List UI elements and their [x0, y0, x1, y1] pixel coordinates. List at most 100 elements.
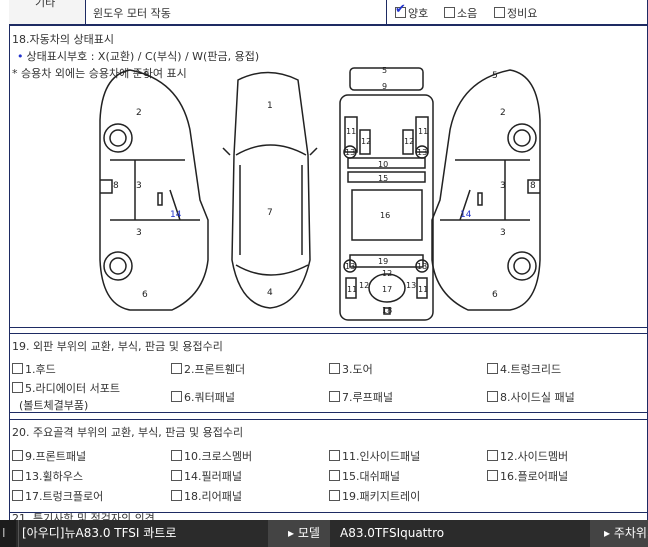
option-good[interactable]: 양호 — [395, 2, 428, 21]
checkbox-inside-panel[interactable] — [329, 450, 340, 461]
item-package-tray[interactable]: 19.패키지트레이 — [329, 488, 420, 504]
checkbox-hood[interactable] — [12, 363, 23, 374]
under-19: 19 — [378, 257, 388, 266]
item-side-sill-panel[interactable]: 8.사이드실 패널 — [487, 389, 575, 405]
left-label-3a: 3 — [136, 181, 142, 191]
under-12a: 12 — [361, 137, 371, 146]
under-18: 18 — [382, 306, 392, 315]
checkbox-pillar-panel[interactable] — [171, 470, 182, 481]
section-20: 20. 주요골격 부위의 교환, 부식, 판금 및 용접수리 9.프론트패널 1… — [9, 419, 648, 509]
underbody-view: 5 9 11 11 12 12 13 13 10 15 16 19 13 13 … — [339, 66, 434, 321]
checkbox-side-member[interactable] — [487, 450, 498, 461]
right-side-view — [431, 69, 541, 311]
section-18: 18.자동차의 상태표시 •상태표시부호 : X(교환) / C(부식) / W… — [9, 28, 648, 328]
item-trunk-floor[interactable]: 17.트렁크플로어 — [12, 488, 103, 504]
item-side-member[interactable]: 12.사이드멤버 — [487, 448, 568, 464]
right-label-14: 14 — [460, 210, 472, 220]
item-cross-member[interactable]: 10.크로스멤버 — [171, 448, 252, 464]
right-side-labels: 2 8 3 3 14 6 5 — [460, 71, 536, 300]
right-label-6: 6 — [492, 290, 498, 300]
checkbox-cross-member[interactable] — [171, 450, 182, 461]
item-front-panel[interactable]: 9.프론트패널 — [12, 448, 86, 464]
section-18-title: 18.자동차의 상태표시 — [12, 33, 114, 46]
window-motor-item: 윈도우 모터 작동 — [93, 7, 171, 20]
under-12d: 12 — [359, 281, 369, 290]
checkbox-door[interactable] — [329, 363, 340, 374]
under-11a: 11 — [346, 127, 356, 136]
item-trunk-lid[interactable]: 4.트렁크리드 — [487, 361, 561, 377]
under-11c: 11 — [347, 285, 357, 294]
section-21-title: 21. 특기사항 및 점검자의 의견 — [12, 512, 155, 521]
checkbox-front-panel[interactable] — [12, 450, 23, 461]
item-floor-panel[interactable]: 16.플로어패널 — [487, 468, 568, 484]
bottom-info-bar: I [아우디]뉴A83.0 TFSI 콰트로 ▸ 모델 A83.0TFSIqua… — [0, 520, 648, 547]
item-quarter-panel[interactable]: 6.쿼터패널 — [171, 389, 235, 405]
under-12b: 12 — [404, 137, 414, 146]
checkbox-good[interactable] — [395, 2, 406, 18]
item-dash-panel[interactable]: 15.대쉬패널 — [329, 468, 400, 484]
item-roof-panel[interactable]: 7.루프패널 — [329, 389, 393, 405]
under-17: 17 — [382, 285, 392, 294]
row-etc: 기타 윈도우 모터 작동 양호 소음 정비요 — [9, 0, 648, 26]
model-value: A83.0TFSIquattro — [340, 526, 445, 540]
checkbox-trunk-floor[interactable] — [12, 490, 23, 501]
option-noise[interactable]: 소음 — [444, 5, 477, 21]
checkbox-rear-panel[interactable] — [171, 490, 182, 501]
row-label-cell: 기타 — [9, 0, 86, 24]
under-16: 16 — [380, 211, 390, 220]
under-13c: 13 — [345, 262, 355, 271]
bar-prefix: I — [0, 520, 16, 547]
left-label-8: 8 — [113, 181, 119, 191]
under-12c: 12 — [382, 269, 392, 278]
legend-note: •상태표시부호 : X(교환) / C(부식) / W(판금, 용접) — [17, 50, 260, 63]
model-label: ▸ 모델 — [268, 520, 330, 547]
checkbox-trunk-lid[interactable] — [487, 363, 498, 374]
top-label-4: 4 — [267, 288, 273, 298]
option-repair[interactable]: 정비요 — [494, 5, 537, 21]
under-11b: 11 — [418, 127, 428, 136]
row-label: 기타 — [35, 0, 56, 9]
top-view: 1 7 4 — [222, 71, 318, 309]
right-label-8: 8 — [530, 181, 536, 191]
item-front-fender[interactable]: 2.프론트휀더 — [171, 361, 245, 377]
under-10: 10 — [378, 160, 388, 169]
left-label-6: 6 — [142, 290, 148, 300]
checkbox-quarter-panel[interactable] — [171, 391, 182, 402]
under-11d: 11 — [418, 285, 428, 294]
left-label-5: 5 — [144, 71, 150, 81]
checkbox-dash-panel[interactable] — [329, 470, 340, 481]
checkbox-side-sill-panel[interactable] — [487, 391, 498, 402]
item-door[interactable]: 3.도어 — [329, 361, 373, 377]
checkbox-radiator-support[interactable] — [12, 382, 23, 393]
item-pillar-panel[interactable]: 14.필러패널 — [171, 468, 242, 484]
left-label-14: 14 — [170, 210, 182, 220]
section-20-title: 20. 주요골격 부위의 교환, 부식, 판금 및 용접수리 — [12, 426, 244, 439]
left-side-view: 2 8 3 3 14 6 5 — [99, 69, 209, 311]
checkbox-front-fender[interactable] — [171, 363, 182, 374]
right-label-5: 5 — [492, 71, 498, 81]
bolt-parts-note: (볼트체결부품) — [19, 399, 89, 412]
checkbox-noise[interactable] — [444, 7, 455, 18]
checkbox-repair[interactable] — [494, 7, 505, 18]
left-label-3b: 3 — [136, 228, 142, 238]
item-radiator-support[interactable]: 5.라디에이터 서포트 — [12, 380, 120, 396]
status-options: 양호 소음 정비요 — [386, 0, 648, 24]
checkbox-floor-panel[interactable] — [487, 470, 498, 481]
item-rear-panel[interactable]: 18.리어패널 — [171, 488, 242, 504]
left-label-2: 2 — [136, 108, 142, 118]
item-inside-panel[interactable]: 11.인사이드패널 — [329, 448, 420, 464]
checkbox-package-tray[interactable] — [329, 490, 340, 501]
checkbox-roof-panel[interactable] — [329, 391, 340, 402]
right-label-3b: 3 — [500, 228, 506, 238]
top-label-1: 1 — [267, 101, 273, 111]
item-hood[interactable]: 1.후드 — [12, 361, 56, 377]
under-9: 9 — [382, 82, 387, 91]
under-13a: 13 — [345, 148, 355, 157]
under-15: 15 — [378, 174, 388, 183]
checkbox-wheel-house[interactable] — [12, 470, 23, 481]
item-wheel-house[interactable]: 13.휠하우스 — [12, 468, 83, 484]
under-13b: 13 — [417, 148, 427, 157]
passenger-note: * 승용차 외에는 승용차에 준하여 표시 — [12, 67, 187, 80]
right-label-2: 2 — [500, 108, 506, 118]
under-13d: 13 — [417, 262, 427, 271]
